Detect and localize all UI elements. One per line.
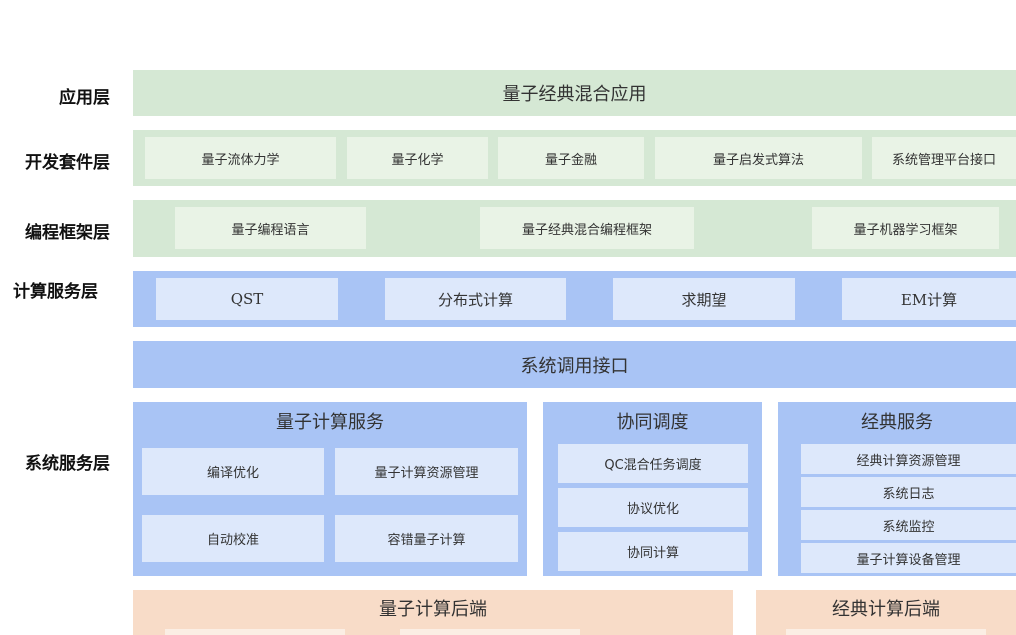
coordination-item: 协同计算 — [558, 532, 748, 571]
classic-service-item: 经典计算资源管理 — [801, 444, 1016, 474]
coordination-title: 协同调度 — [616, 412, 689, 433]
quantum-service-title: 量子计算服务 — [276, 412, 384, 433]
classic-service-title: 经典服务 — [861, 412, 933, 433]
dev-item: 量子化学 — [347, 137, 488, 179]
dev-item: 系统管理平台接口 — [872, 137, 1016, 179]
dev-item: 量子金融 — [498, 137, 644, 179]
classic-backend-title: 经典计算后端 — [832, 599, 940, 620]
label-compute-layer: 计算服务层 — [13, 282, 98, 302]
prog-item: 量子机器学习框架 — [812, 207, 999, 249]
dev-item: 量子流体力学 — [145, 137, 336, 179]
prog-item: 量子经典混合编程框架 — [480, 207, 694, 249]
classic-service-item: 量子计算设备管理 — [801, 543, 1016, 573]
classic-backend-subbox — [786, 629, 986, 635]
quantum-service-item: 容错量子计算 — [335, 515, 518, 562]
classic-service-item: 系统日志 — [801, 477, 1016, 507]
quantum-backend-title: 量子计算后端 — [379, 599, 487, 620]
classic-backend-panel — [756, 590, 1016, 635]
classic-service-item: 系统监控 — [801, 510, 1016, 540]
quantum-service-item: 自动校准 — [142, 515, 324, 562]
quantum-service-item: 量子计算资源管理 — [335, 448, 518, 495]
quantum-backend-panel — [133, 590, 733, 635]
system-interface-title: 系统调用接口 — [520, 355, 629, 377]
app-layer-title: 量子经典混合应用 — [502, 84, 647, 105]
quantum-backend-subbox — [400, 629, 580, 635]
label-prog-layer: 编程框架层 — [25, 223, 110, 243]
quantum-backend-subbox — [165, 629, 345, 635]
dev-item: 量子启发式算法 — [655, 137, 862, 179]
label-system-layer: 系统服务层 — [25, 454, 110, 474]
label-app-layer: 应用层 — [59, 88, 110, 108]
label-dev-layer: 开发套件层 — [25, 153, 110, 173]
compute-item: EM计算 — [842, 278, 1016, 320]
coordination-item: 协议优化 — [558, 488, 748, 527]
compute-item: 分布式计算 — [385, 278, 566, 320]
prog-item: 量子编程语言 — [175, 207, 366, 249]
compute-item: 求期望 — [613, 278, 795, 320]
quantum-service-item: 编译优化 — [142, 448, 324, 495]
app-layer-band: 量子经典混合应用 — [133, 70, 1016, 116]
compute-item: QST — [156, 278, 338, 320]
system-interface-band: 系统调用接口 — [133, 341, 1016, 388]
coordination-item: QC混合任务调度 — [558, 444, 748, 483]
